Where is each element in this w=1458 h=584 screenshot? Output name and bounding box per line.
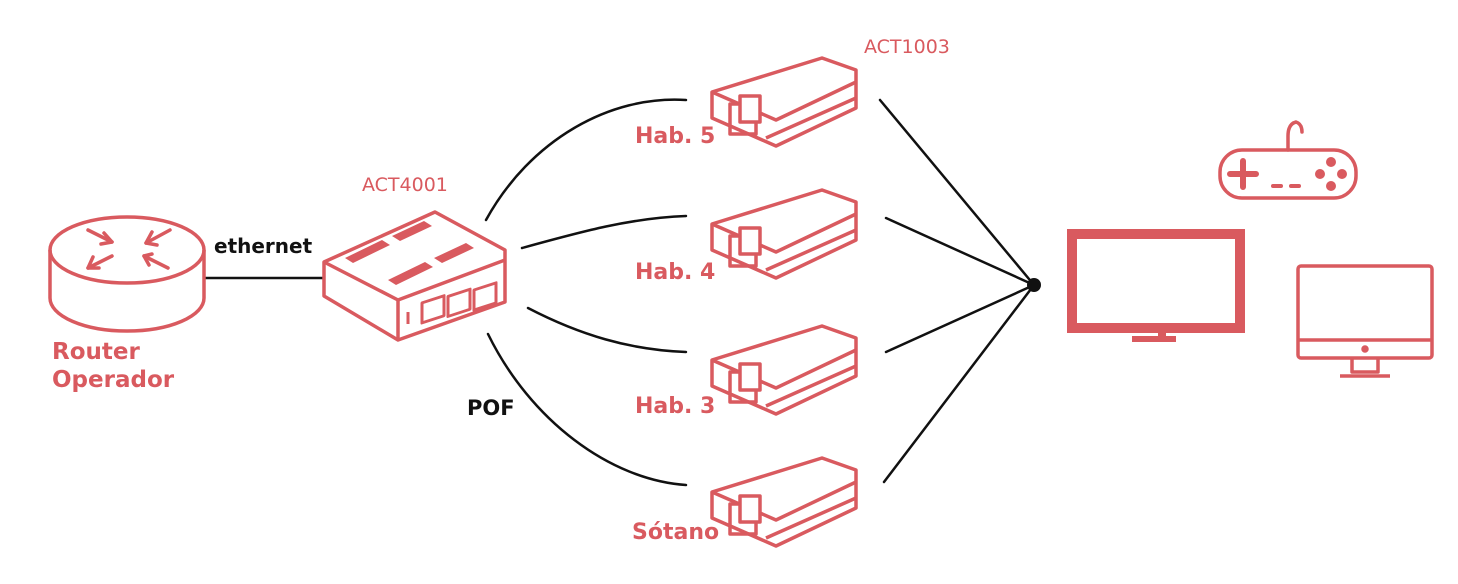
act4001-label: ACT4001 — [362, 174, 448, 196]
client-link-hab4 — [884, 216, 1036, 287]
connections — [202, 98, 1036, 487]
client-link-hab3 — [884, 283, 1036, 354]
act1003-label: ACT1003 — [864, 36, 950, 58]
client-link-hab5 — [878, 98, 1036, 287]
room-label-sotano: Sótano — [632, 520, 720, 545]
pof-link-hab5 — [484, 98, 688, 222]
router-icon — [48, 215, 206, 333]
adapter-icon-hab3 — [710, 324, 858, 416]
router-label-line2: Operador — [52, 367, 175, 393]
gamepad-icon — [1218, 120, 1358, 200]
adapter-icon-hab4 — [710, 188, 858, 280]
pof-link-hab3 — [526, 306, 688, 354]
client-link-sotano — [882, 283, 1036, 484]
pof-label: POF — [467, 396, 515, 420]
adapter-icon-sotano — [710, 456, 858, 548]
router-label: Router Operador — [52, 338, 174, 394]
act4001-switch-icon — [322, 210, 507, 342]
room-label-hab3: Hab. 3 — [635, 394, 716, 419]
tv-icon — [1067, 229, 1245, 342]
ethernet-label: ethernet — [214, 234, 313, 258]
room-label-hab5: Hab. 5 — [635, 124, 716, 149]
adapter-icon-hab5 — [710, 56, 858, 148]
router-label-line1: Router — [52, 339, 140, 365]
junction-dot — [1027, 278, 1041, 292]
desktop-monitor-icon — [1296, 264, 1434, 378]
pof-link-sotano — [486, 332, 688, 487]
pof-link-hab4 — [520, 214, 688, 250]
room-label-hab4: Hab. 4 — [635, 260, 716, 285]
